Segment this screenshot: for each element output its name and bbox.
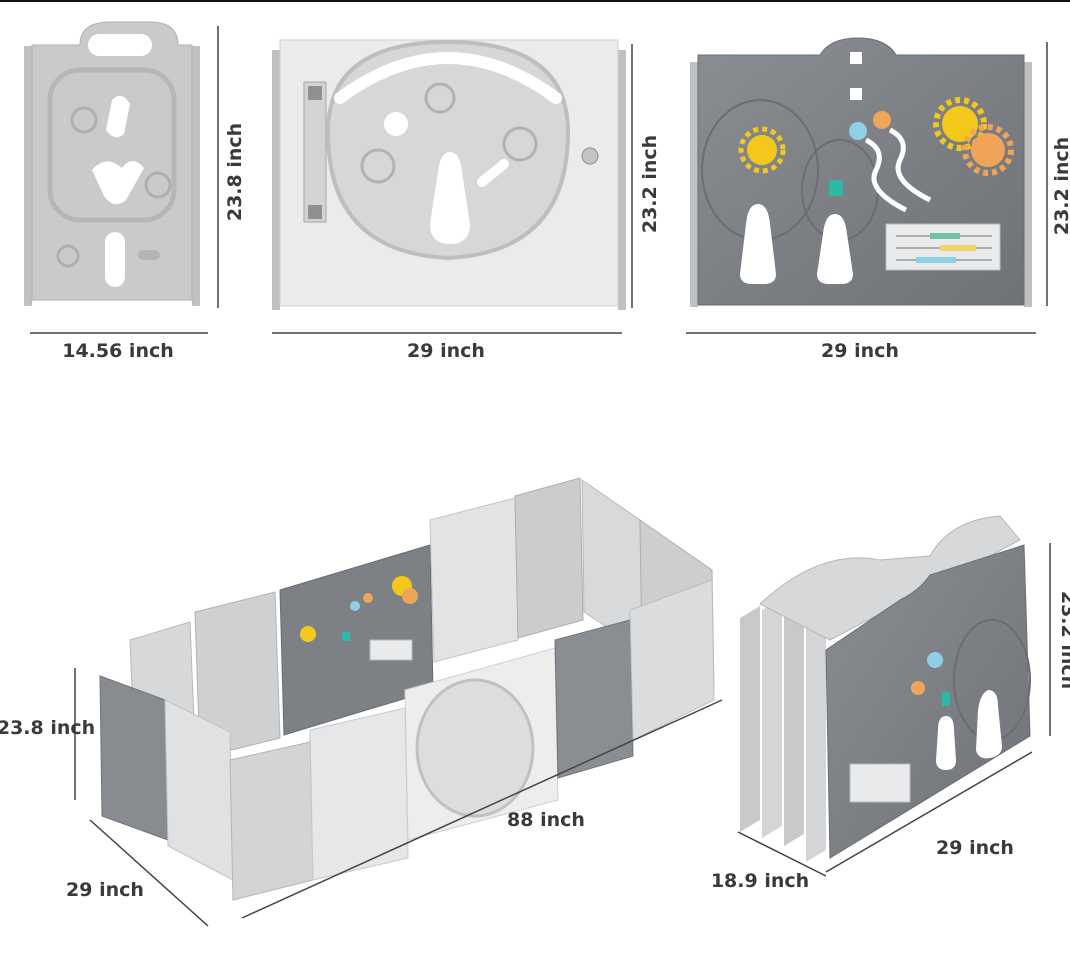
folded-playpen bbox=[740, 515, 1031, 862]
assembled-height-label: 23.8 inch bbox=[0, 717, 95, 739]
gate-panel-width-label: 29 inch bbox=[407, 340, 485, 362]
small-panel-height-label: 23.8 inch bbox=[224, 123, 246, 221]
folded-depth-label: 18.9 inch bbox=[711, 870, 809, 892]
assembled-playpen bbox=[99, 477, 715, 901]
assembled-length-label: 88 inch bbox=[507, 809, 585, 831]
small-panel bbox=[24, 21, 200, 306]
folded-width-line bbox=[825, 751, 1033, 873]
activity-panel-width-label: 29 inch bbox=[821, 340, 899, 362]
folded-depth-line bbox=[737, 831, 827, 877]
activity-panel-height-label: 23.2 inch bbox=[1051, 137, 1070, 235]
small-panel-width-label: 14.56 inch bbox=[62, 340, 174, 362]
gate-panel bbox=[272, 39, 626, 310]
assembled-length-line bbox=[241, 699, 723, 919]
folded-width-label: 29 inch bbox=[936, 837, 1014, 859]
assembled-depth-line bbox=[89, 819, 209, 927]
activity-panel bbox=[690, 37, 1032, 307]
assembled-depth-label: 29 inch bbox=[66, 879, 144, 901]
folded-height-label: 23.2 inch bbox=[1057, 591, 1070, 689]
gate-panel-height-label: 23.2 inch bbox=[639, 135, 661, 233]
